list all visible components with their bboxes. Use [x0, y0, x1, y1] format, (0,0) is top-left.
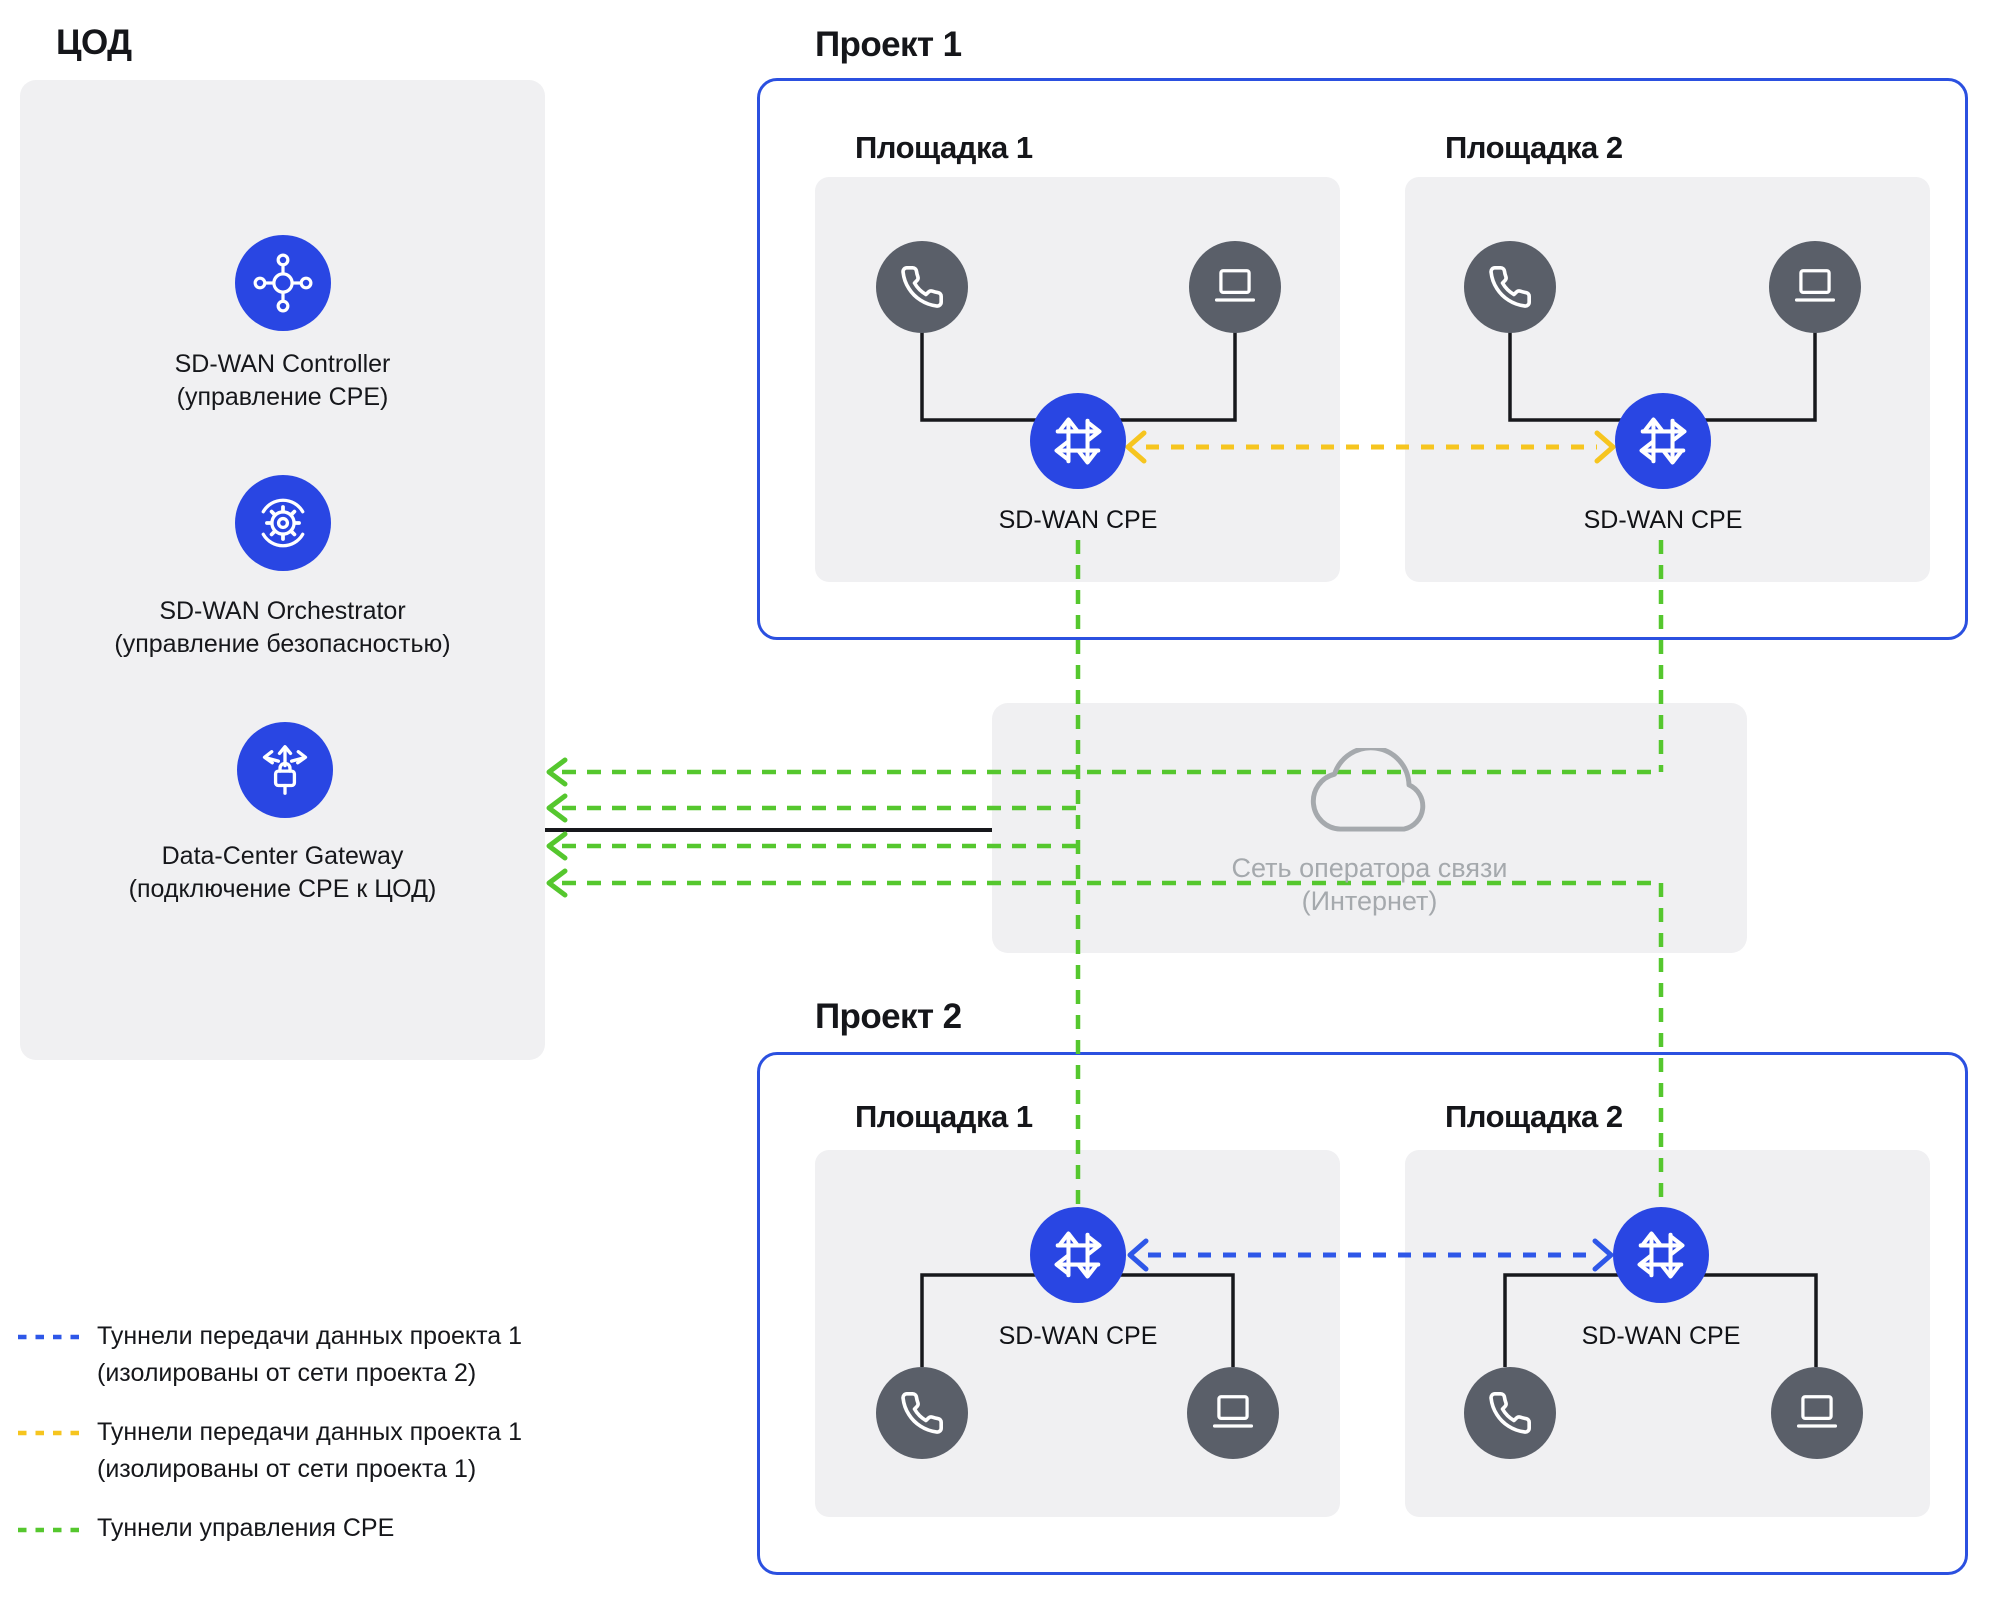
- router-icon: [1054, 417, 1102, 465]
- sdwan-orchestrator-node: [235, 475, 331, 571]
- legend-item-project2-tunnels: Туннели передачи данных проекта 1 (изоли…: [97, 1418, 523, 1483]
- gateway-lock-icon: [262, 745, 308, 795]
- legend-swatch-blue: [18, 1334, 82, 1340]
- arrowhead-left-icon: [546, 793, 568, 823]
- phone-node: [1464, 1367, 1556, 1459]
- arrowhead-left-icon: [546, 831, 568, 861]
- phone-icon: [1489, 1392, 1531, 1434]
- laptop-icon: [1214, 269, 1256, 302]
- project2-title: Проект 2: [815, 997, 962, 1036]
- laptop-icon: [1796, 1395, 1838, 1428]
- tunnels-green-management: [546, 540, 1664, 1205]
- hub-icon: [253, 253, 313, 313]
- project1-site2-cpe-label: SD-WAN CPE: [1583, 506, 1743, 534]
- laptop-node: [1769, 241, 1861, 333]
- laptop-icon: [1212, 1395, 1254, 1428]
- project2-site1-label: Площадка 1: [855, 1099, 1033, 1134]
- phone-icon: [901, 266, 943, 308]
- legend-swatch-yellow: [18, 1430, 82, 1436]
- project1-box: [757, 78, 1968, 640]
- project1-site1-cpe-node: [1030, 393, 1126, 489]
- router-icon: [1639, 417, 1687, 465]
- arrowhead-left-icon: [546, 868, 568, 898]
- sdwan-orchestrator-label: SD-WAN Orchestrator (управление безопасн…: [114, 597, 451, 658]
- phone-node: [876, 241, 968, 333]
- router-icon: [1054, 1231, 1102, 1279]
- arrowhead-right-icon: [1592, 1238, 1614, 1272]
- project2-site1-cpe-label: SD-WAN CPE: [998, 1322, 1158, 1350]
- project1-site2-cpe-node: [1615, 393, 1711, 489]
- phone-icon: [1489, 266, 1531, 308]
- phone-node: [1464, 241, 1556, 333]
- operator-network-label: Сеть оператора связи (Интернет): [1231, 853, 1508, 916]
- project1-site1-cpe-label: SD-WAN CPE: [998, 506, 1158, 534]
- legend-item-management-tunnels: Туннели управления CPE: [97, 1514, 395, 1542]
- project1-title: Проект 1: [815, 25, 962, 64]
- arrowhead-left-icon: [1127, 1238, 1149, 1272]
- sdwan-controller-label: SD-WAN Controller (управление CPE): [174, 350, 391, 411]
- sdwan-controller-node: [235, 235, 331, 331]
- tunnel-yellow-project1: [1125, 430, 1616, 464]
- laptop-node: [1189, 241, 1281, 333]
- legend-item-project1-tunnels: Туннели передачи данных проекта 1 (изоли…: [97, 1322, 523, 1387]
- dc-title: ЦОД: [56, 23, 132, 62]
- lan-links: [545, 332, 1818, 1367]
- project2-box: [757, 1052, 1968, 1575]
- router-icon: [1637, 1231, 1685, 1279]
- orchestrator-gear-icon: [261, 498, 305, 548]
- datacenter-gateway-node: [237, 722, 333, 818]
- legend-swatch-green: [18, 1527, 82, 1533]
- laptop-node: [1771, 1367, 1863, 1459]
- tunnel-blue-project2: [1127, 1238, 1614, 1272]
- arrowhead-left-icon: [1125, 430, 1147, 464]
- project2-site2-cpe-node: [1613, 1207, 1709, 1303]
- project1-site2-label: Площадка 2: [1445, 130, 1623, 165]
- datacenter-gateway-label: Data-Center Gateway (подключение CPE к Ц…: [128, 842, 437, 903]
- cloud-icon: [1310, 748, 1426, 832]
- phone-node: [876, 1367, 968, 1459]
- project2-site2-label: Площадка 2: [1445, 1099, 1623, 1134]
- project2-site1-cpe-node: [1030, 1207, 1126, 1303]
- arrowhead-left-icon: [546, 757, 568, 787]
- arrowhead-right-icon: [1594, 430, 1616, 464]
- project1-site1-label: Площадка 1: [855, 130, 1033, 165]
- project2-site2-cpe-label: SD-WAN CPE: [1581, 1322, 1741, 1350]
- laptop-icon: [1794, 269, 1836, 302]
- laptop-node: [1187, 1367, 1279, 1459]
- phone-icon: [901, 1392, 943, 1434]
